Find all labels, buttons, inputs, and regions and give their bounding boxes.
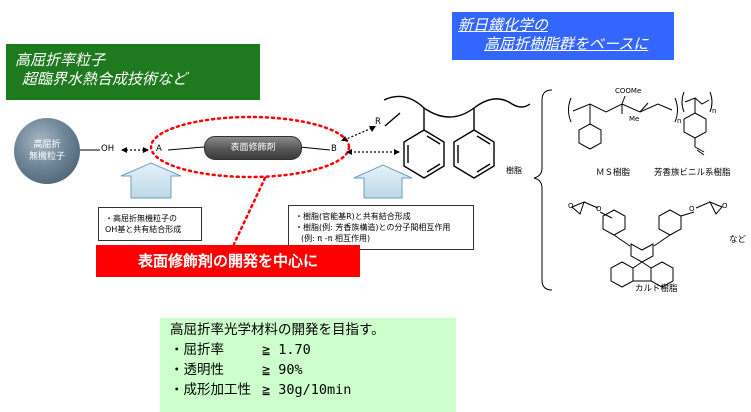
target-item-transparency: ・透明性 ≧ 90% bbox=[170, 360, 456, 380]
blue-banner-line1: 新日鐵化学の bbox=[458, 16, 549, 34]
ms-resin-structure bbox=[568, 95, 678, 150]
b-ring-interaction-arrow bbox=[346, 149, 400, 155]
aromatic-vinyl-structure bbox=[681, 91, 713, 156]
ms-resin-label: ＭＳ樹脂 bbox=[596, 168, 631, 178]
left-up-arrow bbox=[120, 162, 182, 199]
b-label: B bbox=[331, 144, 337, 154]
resin-list-brace bbox=[533, 89, 553, 291]
target-item-value: ≧ 90% bbox=[262, 362, 303, 378]
target-item-value: ≧ 1.70 bbox=[262, 342, 311, 358]
a-agent-bond bbox=[167, 146, 205, 151]
a-label: A bbox=[156, 144, 162, 154]
ms-cooome-label: COOMe bbox=[615, 87, 642, 95]
cardo-o-right: O bbox=[689, 205, 695, 213]
particle-label-line2: 無機粒子 bbox=[28, 152, 65, 162]
resin-base-banner: 新日鐵化学の 高屈折樹脂群をベースに bbox=[452, 12, 674, 60]
cardo-epoxy-o-right: O bbox=[722, 202, 728, 210]
particle-note-line1: ・高屈折無機粒子の bbox=[105, 214, 177, 223]
resin-structure bbox=[383, 95, 531, 179]
target-item-name: ・透明性 bbox=[170, 362, 224, 378]
particle-label-line1: 高屈折 bbox=[33, 140, 61, 150]
agent-b-bond bbox=[299, 146, 331, 151]
particle-note-line2: OH基と共有結合形成 bbox=[105, 225, 182, 234]
target-item-name: ・屈折率 bbox=[170, 342, 224, 358]
right-up-arrow bbox=[353, 164, 413, 199]
resin-note-line1: ・樹脂(官能基R)と共有結合形成 bbox=[295, 212, 411, 221]
etc-label: など bbox=[729, 235, 747, 245]
particle-bond-note: ・高屈折無機粒子の OH基と共有結合形成 bbox=[98, 207, 202, 241]
blue-banner-line2: 高屈折樹脂群をベースに bbox=[484, 35, 649, 53]
b-r-reaction-arrow bbox=[341, 126, 376, 141]
ms-n-subscript: n bbox=[677, 117, 682, 125]
high-refractive-particle-banner: 高屈折率粒子 超臨界水熱合成技術など bbox=[6, 44, 260, 100]
cardo-resin-structure bbox=[571, 201, 723, 288]
target-item-name: ・成形加工性 bbox=[170, 382, 251, 398]
target-item-value: ≧ 30g/10min bbox=[262, 382, 352, 398]
r-label: R bbox=[375, 117, 381, 127]
cardo-resin-label: カルド樹脂 bbox=[635, 284, 678, 294]
cardo-o-left: O bbox=[596, 205, 602, 213]
resin-label: 樹脂 bbox=[506, 166, 522, 175]
ms-me-label: Me bbox=[629, 115, 640, 123]
target-specification-box: 高屈折率光学材料の開発を目指す。 ・屈折率 ≧ 1.70 ・透明性 ≧ 90% ・成… bbox=[160, 318, 456, 412]
oh-a-interaction-arrow bbox=[121, 147, 149, 153]
aromatic-vinyl-label: 芳香族ビニル系樹脂 bbox=[654, 168, 731, 178]
aromatic-n-subscript: n bbox=[712, 107, 717, 115]
green-banner-line2: 超臨界水熱合成技術など bbox=[22, 70, 188, 88]
target-heading: 高屈折率光学材料の開発を目指す。 bbox=[170, 322, 385, 338]
target-item-moldability: ・成形加工性 ≧ 30g/10min bbox=[170, 380, 456, 400]
resin-interaction-note: ・樹脂(官能基R)と共有結合形成 ・樹脂(例: 芳香族構造)との分子間相互作用 … bbox=[288, 205, 474, 250]
surface-agent-highlight bbox=[149, 115, 351, 179]
surface-modifier-pill: 表面修飾剤 bbox=[204, 136, 302, 160]
green-banner-line1: 高屈折率粒子 bbox=[15, 51, 106, 69]
oh-label: OH bbox=[101, 144, 115, 154]
target-item-refractive-index: ・屈折率 ≧ 1.70 bbox=[170, 340, 456, 360]
surface-modifier-focus-banner: 表面修飾剤の開発を中心に bbox=[96, 245, 360, 277]
resin-note-line2: ・樹脂(例: 芳香族構造)との分子間相互作用 bbox=[295, 223, 451, 232]
highlight-connector bbox=[232, 176, 267, 246]
inorganic-particle: 高屈折 無機粒子 bbox=[14, 118, 80, 184]
cardo-epoxy-o-left: O bbox=[568, 202, 574, 210]
resin-note-line3: (例: π -π 相互作用) bbox=[301, 234, 371, 243]
